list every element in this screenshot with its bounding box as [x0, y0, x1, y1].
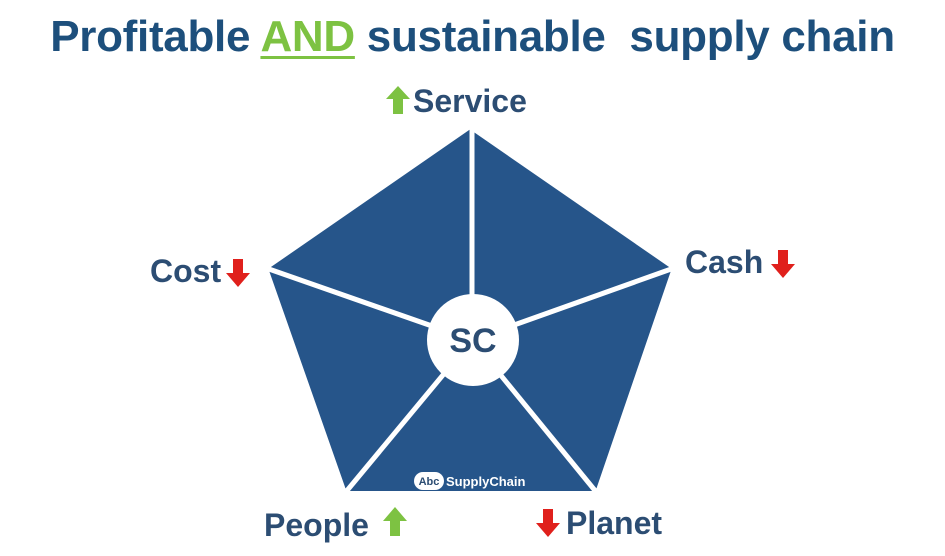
title-after: sustainable supply chain	[354, 12, 895, 61]
logo-abc-text: Abc	[419, 476, 440, 488]
people-label: People	[264, 507, 369, 543]
service-up-arrow-icon	[386, 86, 410, 114]
title-emphasis: AND	[260, 12, 355, 61]
planet-down-arrow-icon	[536, 509, 560, 537]
cost-down-arrow-icon	[226, 259, 250, 287]
cost-label: Cost	[150, 253, 221, 289]
center-label: SC	[449, 322, 496, 360]
logo-badge	[414, 472, 444, 490]
people-up-arrow-icon	[383, 507, 407, 536]
page-title: Profitable AND sustainable supply chain	[0, 8, 945, 66]
dimension-cost: Cost	[150, 253, 250, 289]
center-circle	[427, 294, 519, 386]
dimension-service: Service	[386, 83, 527, 119]
title-before: Profitable	[50, 12, 261, 61]
dimension-people: People	[264, 507, 407, 543]
dimension-cash: Cash	[685, 244, 795, 280]
dimension-planet: Planet	[536, 505, 662, 541]
service-label: Service	[413, 83, 527, 119]
planet-label: Planet	[566, 505, 662, 541]
abcsupplychain-logo: Abc SupplyChain	[414, 472, 526, 490]
logo-supplychain-text: SupplyChain	[446, 474, 526, 489]
cash-down-arrow-icon	[771, 250, 795, 278]
cash-label: Cash	[685, 244, 763, 280]
